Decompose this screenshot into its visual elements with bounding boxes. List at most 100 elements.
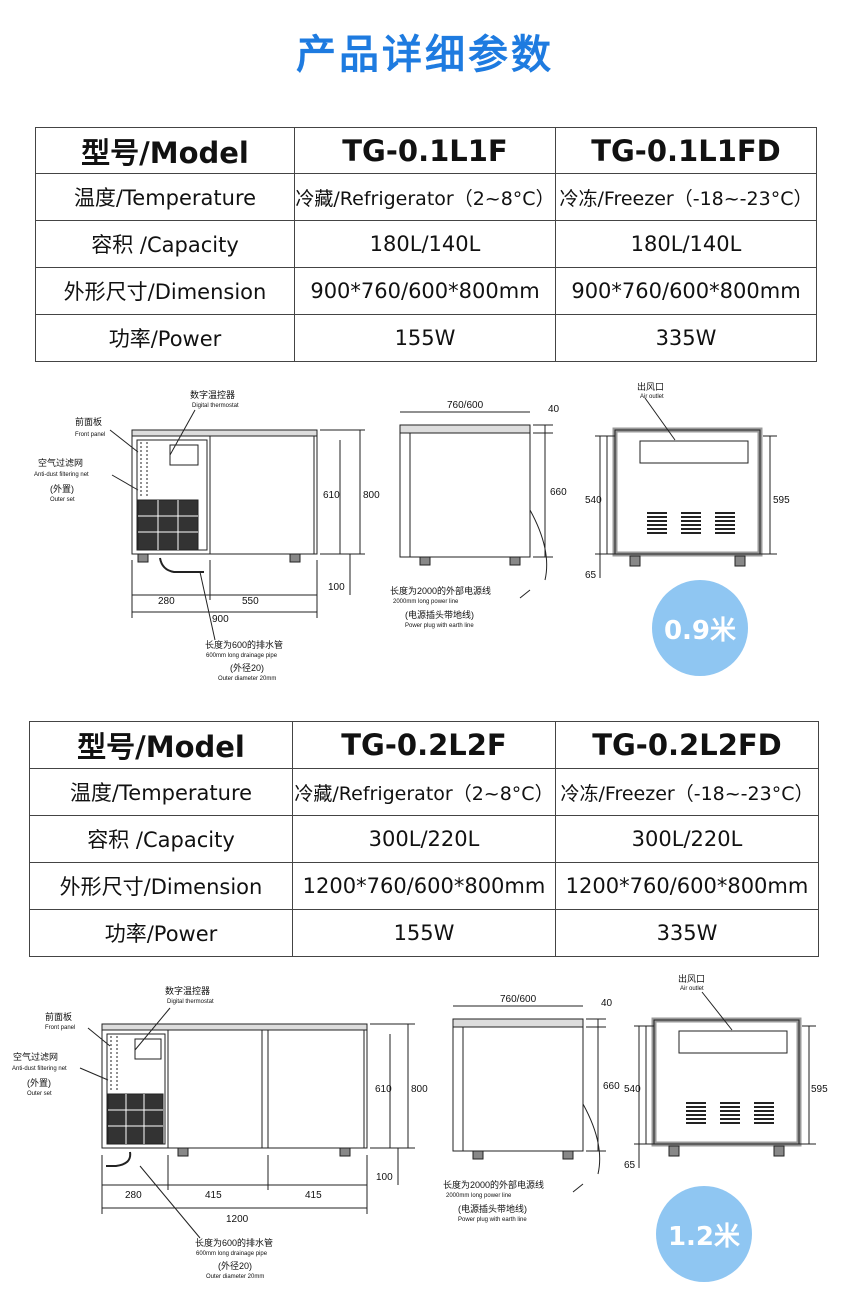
label-front-panel: 前面板: [45, 1011, 72, 1022]
label-outer: (外置): [27, 1077, 51, 1088]
cell-capacity-a: 300L/220L: [292, 815, 556, 863]
cell-temperature-a: 冷藏/Refrigerator（2~8°C）: [292, 768, 556, 816]
label-plug-en: Power plug with earth line: [458, 1217, 527, 1223]
label-diameter: (外径20): [218, 1260, 252, 1271]
dim-h595: 595: [773, 495, 790, 506]
dim-h100: 100: [376, 1172, 393, 1183]
page-title: 产品详细参数: [296, 32, 554, 78]
label-thermostat: 数字温控器: [190, 389, 235, 400]
cell-power-b: 335W: [555, 314, 817, 362]
label-plug: (电源插头带地线): [405, 609, 474, 620]
dim-depth: 760/600: [447, 400, 484, 411]
cell-dimension-b: 900*760/600*800mm: [555, 267, 817, 315]
cell-temperature-b: 冷冻/Freezer（-18~-23°C）: [555, 173, 817, 221]
cell-capacity-b: 300L/220L: [555, 815, 819, 863]
size-badge-2: 1.2米: [656, 1186, 752, 1282]
dim-h540: 540: [585, 495, 602, 506]
header-model-a: TG-0.1L1F: [294, 127, 556, 174]
label-diameter-en: Outer diameter 20mm: [218, 676, 276, 682]
drawing-side-2: 760/600 40 660 长度为2000的外部电源线 2000mm long…: [443, 994, 620, 1223]
cell-temperature-b: 冷冻/Freezer（-18~-23°C）: [555, 768, 819, 816]
dim-door-width-2: 415: [305, 1190, 322, 1201]
cell-dimension-b: 1200*760/600*800mm: [555, 862, 819, 910]
cell-dimension-a: 1200*760/600*800mm: [292, 862, 556, 910]
dim-h540: 540: [624, 1084, 641, 1095]
drawing-side-1: 760/600 40 660 长度为2000的外部电源线 2000mm long…: [390, 400, 567, 629]
cell-power-b: 335W: [555, 909, 819, 957]
dim-h100: 100: [328, 582, 345, 593]
label-diameter: (外径20): [230, 662, 264, 673]
label-filter: 空气过滤网: [38, 457, 83, 468]
label-drain: 长度为600的排水管: [195, 1237, 273, 1248]
dim-door-width-1: 415: [205, 1190, 222, 1201]
label-drain-en: 600mm long drainage pipe: [206, 653, 278, 659]
drawing-section-2: 出风口 Air outlet 540 595 65: [624, 973, 828, 1171]
drawing-front-2: 数字温控器 Digital thermostat 前面板 Front panel…: [12, 985, 428, 1280]
label-filter-en: Anti-dust filtering net: [12, 1066, 67, 1072]
label-thermostat-en: Digital thermostat: [167, 999, 214, 1005]
label-drain-en: 600mm long drainage pipe: [196, 1251, 268, 1257]
cell-power-a: 155W: [292, 909, 556, 957]
cell-capacity-a: 180L/140L: [294, 220, 556, 268]
label-thermostat: 数字温控器: [165, 985, 210, 996]
cell-dimension-a: 900*760/600*800mm: [294, 267, 556, 315]
header-model-b: TG-0.1L1FD: [555, 127, 817, 174]
dim-h800: 800: [363, 490, 380, 501]
label-air-outlet: 出风口: [637, 381, 664, 392]
dim-total-width: 900: [212, 614, 229, 625]
spec-table-2: 型号/Model TG-0.2L2F TG-0.2L2FD 温度/Tempera…: [29, 721, 819, 957]
label-air-outlet-en: Air outlet: [680, 986, 704, 992]
cell-temperature-a: 冷藏/Refrigerator（2~8°C）: [294, 173, 556, 221]
header-model-a: TG-0.2L2F: [292, 721, 556, 769]
label-outer-en: Outer set: [50, 497, 75, 503]
dim-depth: 760/600: [500, 994, 537, 1005]
row-label-capacity: 容积 /Capacity: [35, 220, 295, 268]
header-model-b: TG-0.2L2FD: [555, 721, 819, 769]
label-filter: 空气过滤网: [13, 1051, 58, 1062]
label-air-outlet: 出风口: [678, 973, 705, 984]
dim-door-width: 550: [242, 596, 259, 607]
row-label-power: 功率/Power: [35, 314, 295, 362]
label-drain: 长度为600的排水管: [205, 639, 283, 650]
dim-h65: 65: [585, 570, 597, 581]
label-front-panel-en: Front panel: [75, 432, 105, 438]
row-label-temperature: 温度/Temperature: [35, 173, 295, 221]
label-power-line-en: 2000mm long power line: [393, 599, 459, 605]
drawing-front-1: 数字温控器 Digital thermostat 前面板 Front panel…: [34, 389, 380, 682]
label-filter-en: Anti-dust filtering net: [34, 472, 89, 478]
row-label-dimension: 外形尺寸/Dimension: [29, 862, 293, 910]
label-outer: (外置): [50, 483, 74, 494]
label-front-panel: 前面板: [75, 416, 102, 427]
label-power-line: 长度为2000的外部电源线: [390, 585, 491, 596]
label-air-outlet-en: Air outlet: [640, 394, 664, 400]
label-front-panel-en: Front panel: [45, 1025, 75, 1031]
spec-table-1: 型号/Model TG-0.1L1F TG-0.1L1FD 温度/Tempera…: [35, 127, 817, 362]
header-model: 型号/Model: [29, 721, 293, 769]
row-label-temperature: 温度/Temperature: [29, 768, 293, 816]
cell-capacity-b: 180L/140L: [555, 220, 817, 268]
dim-h65: 65: [624, 1160, 636, 1171]
row-label-dimension: 外形尺寸/Dimension: [35, 267, 295, 315]
dim-left-width: 280: [158, 596, 175, 607]
label-plug: (电源插头带地线): [458, 1203, 527, 1214]
dim-top40: 40: [548, 404, 560, 415]
label-plug-en: Power plug with earth line: [405, 623, 474, 629]
drawing-section-1: 出风口 Air outlet 540 595 65: [585, 381, 790, 581]
label-power-line: 长度为2000的外部电源线: [443, 1179, 544, 1190]
dim-h610: 610: [375, 1084, 392, 1095]
dim-left-width: 280: [125, 1190, 142, 1201]
size-badge-1: 0.9米: [652, 580, 748, 676]
label-diameter-en: Outer diameter 20mm: [206, 1274, 264, 1280]
row-label-capacity: 容积 /Capacity: [29, 815, 293, 863]
dim-top40: 40: [601, 998, 613, 1009]
dim-h595: 595: [811, 1084, 828, 1095]
row-label-power: 功率/Power: [29, 909, 293, 957]
dim-h660: 660: [550, 487, 567, 498]
dim-total-width: 1200: [226, 1214, 249, 1225]
dim-h800: 800: [411, 1084, 428, 1095]
cell-power-a: 155W: [294, 314, 556, 362]
header-model: 型号/Model: [35, 127, 295, 174]
label-outer-en: Outer set: [27, 1091, 52, 1097]
dim-h660: 660: [603, 1081, 620, 1092]
label-thermostat-en: Digital thermostat: [192, 403, 239, 409]
